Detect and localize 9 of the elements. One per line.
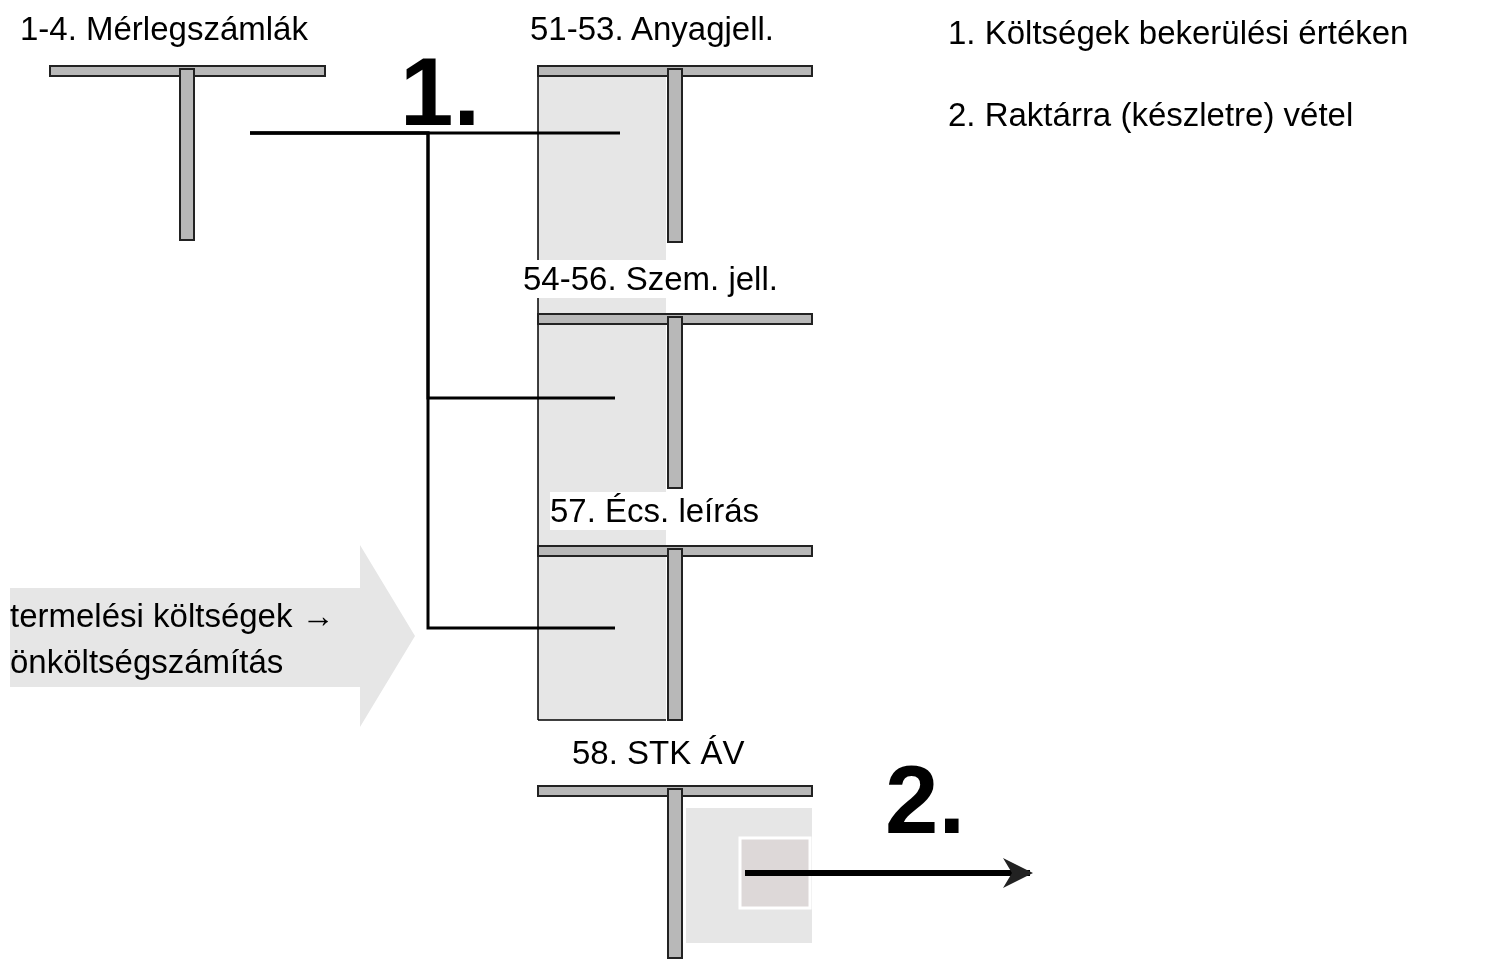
- connector-line: [745, 858, 1033, 888]
- arrow-text: termelési költségek → önköltségszámítás: [10, 596, 336, 682]
- note-text: 1. Költségek bekerülési értéken: [948, 14, 1409, 52]
- connector-line: [250, 131, 615, 630]
- note-text: 2. Raktárra (készletre) vétel: [948, 96, 1354, 134]
- edge-label: 1.: [400, 44, 481, 140]
- account-title: 54-56. Szem. jell.: [523, 260, 778, 298]
- account-title: 57. Écs. leírás: [550, 492, 760, 530]
- edge-label: 2.: [885, 752, 966, 848]
